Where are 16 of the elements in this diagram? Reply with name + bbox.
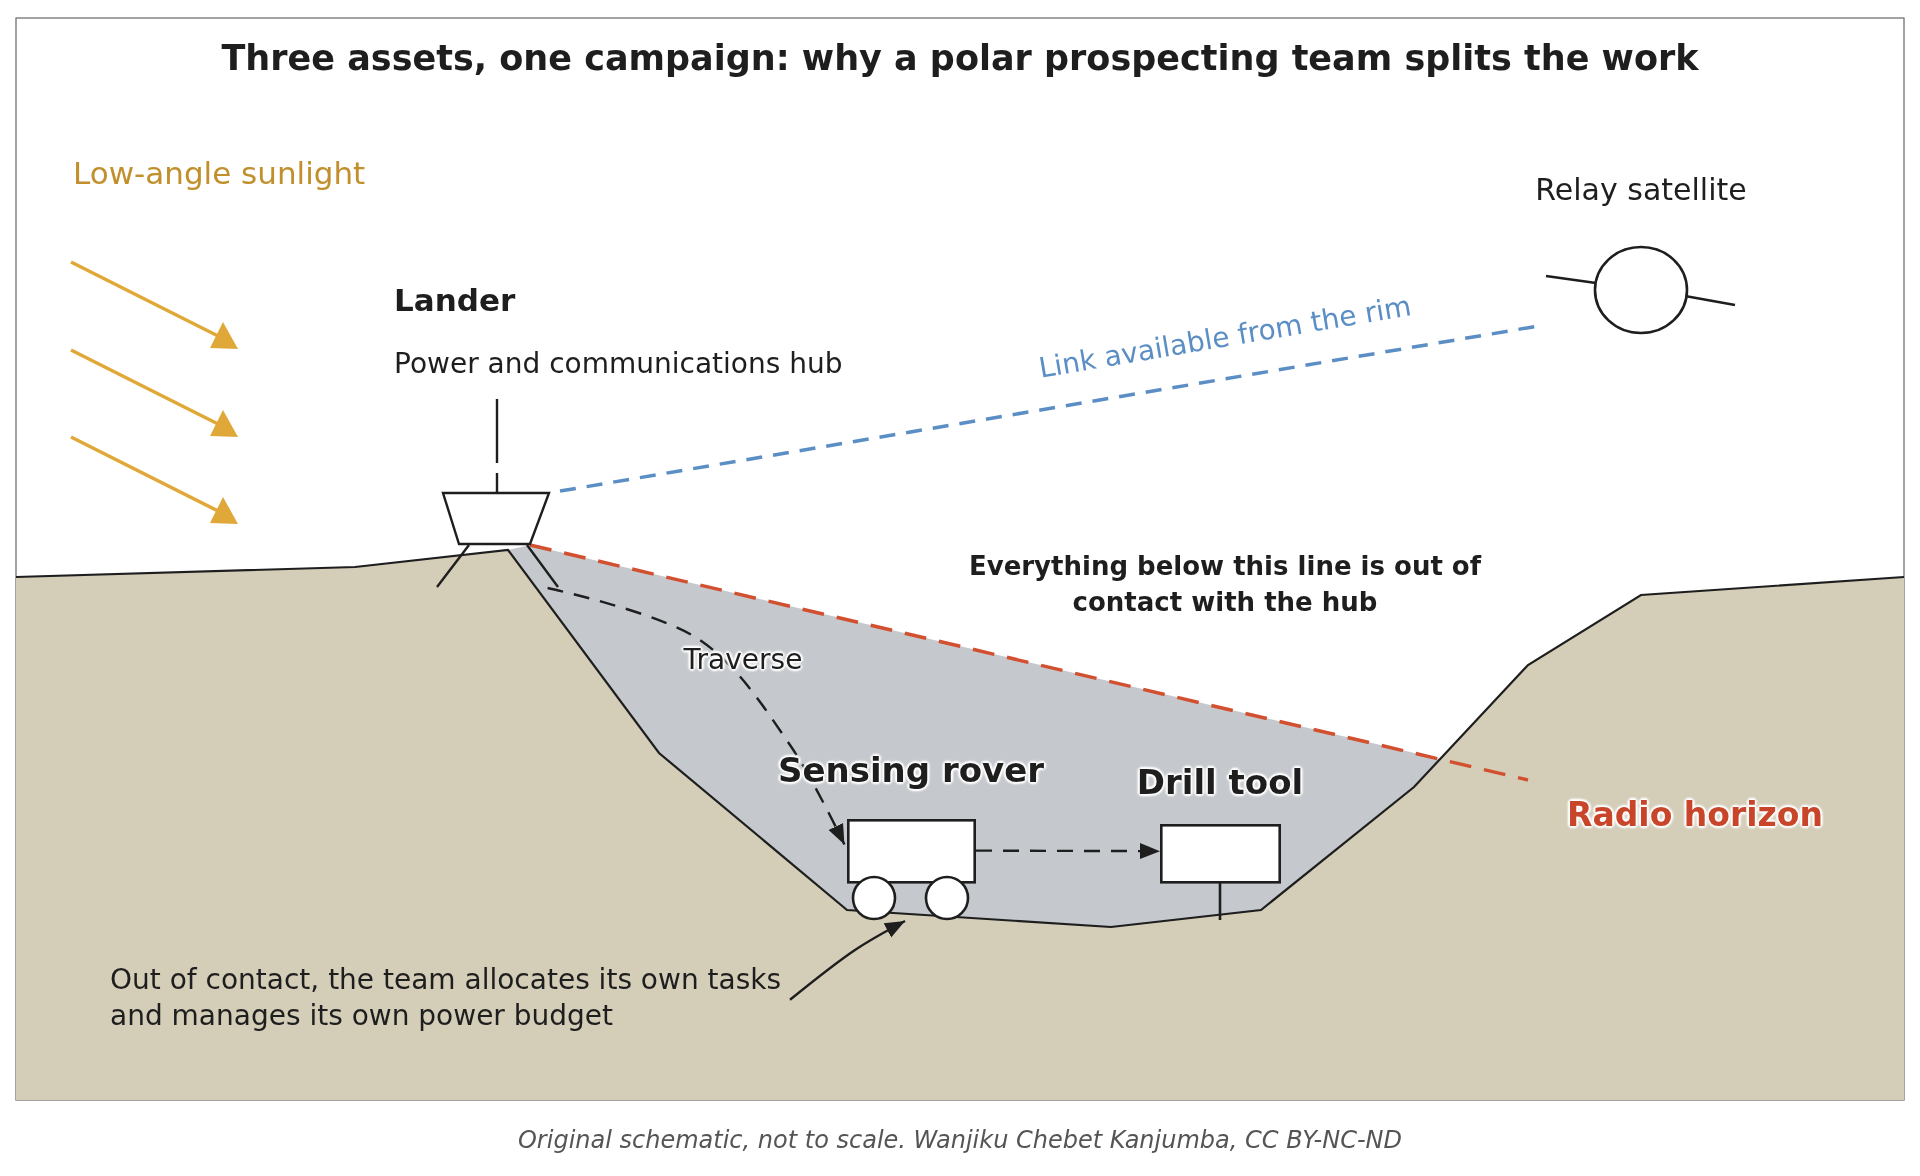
diagram-title: Three assets, one campaign: why a polar prospecting team splits the work xyxy=(221,38,1699,78)
satellite-label: Relay satellite xyxy=(1535,171,1747,209)
callout-note: Out of contact, the team allocates its own tasks and manages its own power budget xyxy=(110,962,783,1035)
lander-description: Power and communications hub xyxy=(394,346,843,382)
sunlight-label: Low-angle sunlight xyxy=(73,154,366,193)
edge-label: Traverse xyxy=(683,642,803,676)
edge-label: Link available from the rim xyxy=(1036,289,1414,385)
rover-label: Sensing rover xyxy=(777,749,1045,792)
lander-title: Lander xyxy=(394,281,516,320)
caption: Original schematic, not to scale. Wanjiku Chebet Kanjumba, CC BY-NC-ND xyxy=(518,1126,1402,1154)
arrow xyxy=(976,843,1160,860)
arrow xyxy=(547,586,846,846)
radio-horizon-label: Radio horizon xyxy=(1567,794,1823,836)
arrow xyxy=(789,919,906,1001)
drill-label: Drill tool xyxy=(1136,761,1304,804)
horizon-note: Everything below this line is out of contact with the hub xyxy=(967,550,1483,620)
